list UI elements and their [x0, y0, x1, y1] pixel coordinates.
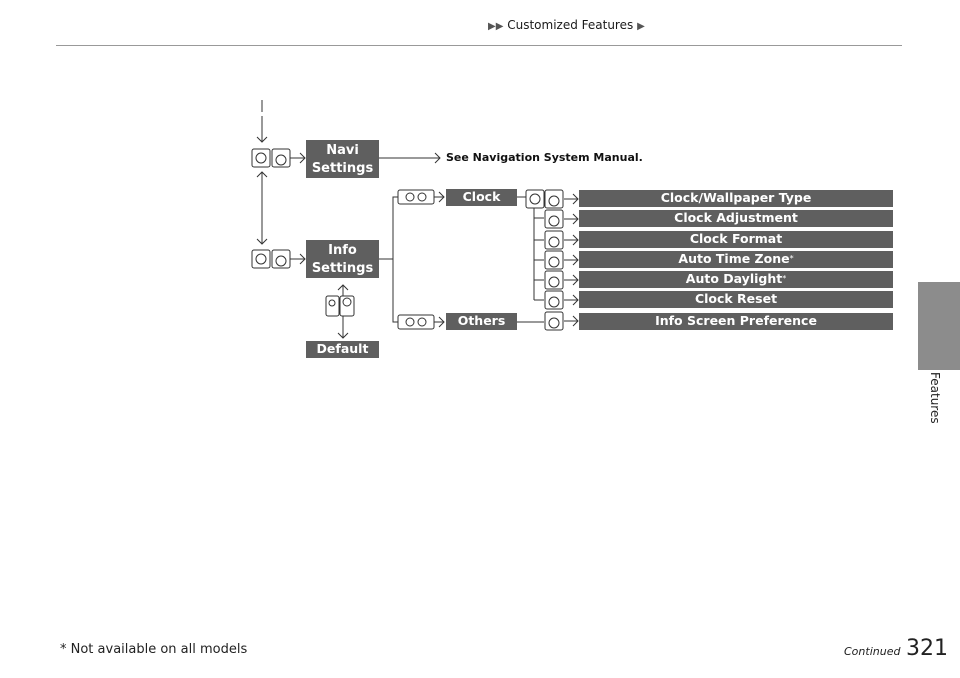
auto-time-zone-label: Auto Time Zone	[678, 251, 790, 266]
asterisk-marker: *	[782, 274, 787, 283]
breadcrumb-arrow-icon: ▶	[637, 21, 645, 32]
default-box: Default	[306, 341, 379, 358]
info-settings-box: Info Settings	[306, 240, 379, 278]
header-section-title: Customized Features	[507, 18, 634, 32]
clock-adjustment-item: Clock Adjustment	[579, 210, 893, 227]
others-box: Others	[446, 313, 517, 330]
info-settings-label-line1: Info	[328, 243, 357, 258]
header-breadcrumb: ▶▶ Customized Features ▶	[488, 18, 645, 32]
navi-manual-note: See Navigation System Manual.	[446, 151, 643, 164]
header-divider	[56, 45, 902, 46]
footnote: * Not available on all models	[60, 642, 248, 657]
interface-dial-icons	[251, 148, 564, 331]
clock-box: Clock	[446, 189, 517, 206]
navi-settings-label-line2: Settings	[311, 161, 374, 176]
info-settings-label-line2: Settings	[311, 261, 374, 276]
breadcrumb-arrow-icon: ▶▶	[488, 21, 504, 32]
navi-settings-box: Navi Settings	[306, 140, 379, 178]
auto-time-zone-item: Auto Time Zone*	[579, 251, 893, 268]
asterisk-marker: *	[789, 254, 794, 263]
page-number: 321	[906, 636, 948, 661]
page-header: ▶▶ Customized Features ▶	[0, 0, 960, 46]
chapter-tab	[918, 282, 960, 370]
navi-settings-label-line1: Navi	[326, 143, 359, 158]
auto-daylight-label: Auto Daylight	[685, 271, 783, 286]
info-screen-preference-item: Info Screen Preference	[579, 313, 893, 330]
chapter-tab-label: Features	[928, 372, 942, 424]
auto-daylight-item: Auto Daylight*	[579, 271, 893, 288]
clock-wallpaper-type-item: Clock/Wallpaper Type	[579, 190, 893, 207]
continued-label: Continued	[844, 645, 901, 658]
clock-format-item: Clock Format	[579, 231, 893, 248]
clock-reset-item: Clock Reset	[579, 291, 893, 308]
